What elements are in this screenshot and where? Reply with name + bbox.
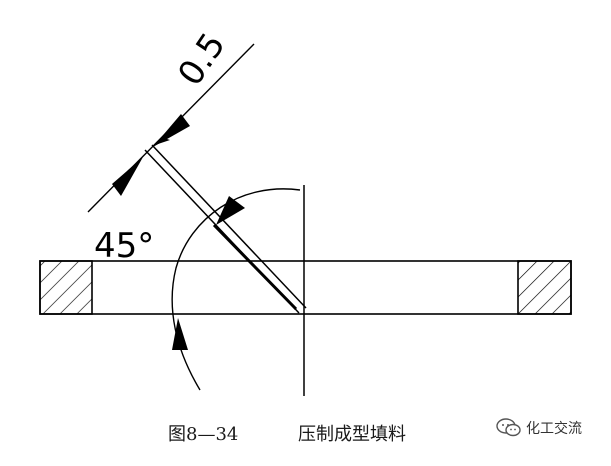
thickness-label: 0.5 <box>170 26 233 93</box>
wechat-icon <box>496 418 521 437</box>
left-hatched-section <box>39 260 93 315</box>
chamfer-cut-lines <box>144 144 307 314</box>
watermark: 化工交流 <box>496 418 582 438</box>
angle-label: 45° <box>94 226 154 266</box>
angle-arrow-upper <box>216 196 245 225</box>
thickness-arrow-upper-head <box>153 114 190 147</box>
angle-arc <box>171 188 301 391</box>
angle-arrow-lower <box>172 318 188 350</box>
caption-figure-number: 图8—34 <box>168 424 239 445</box>
figure-caption: 图8—34 压制成型填料 <box>0 412 611 452</box>
packing-ring-body <box>39 260 572 315</box>
watermark-text: 化工交流 <box>526 421 582 437</box>
right-hatched-section <box>517 260 572 315</box>
thickness-arrow-lower-head <box>112 157 143 196</box>
caption-title: 压制成型填料 <box>298 424 406 445</box>
